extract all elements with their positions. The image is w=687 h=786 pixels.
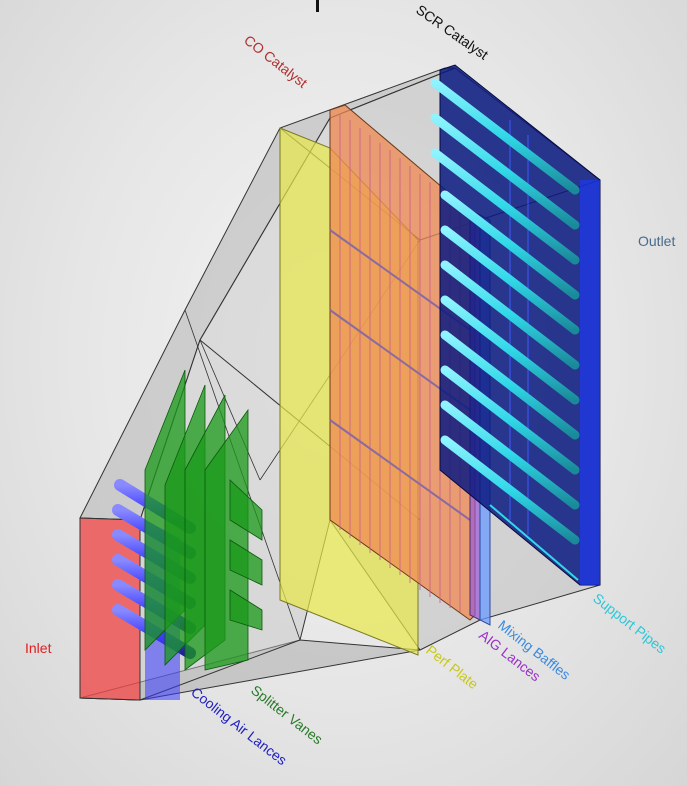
label-support-pipes: Support Pipes <box>590 590 669 657</box>
label-outlet: Outlet <box>638 233 675 249</box>
label-scr-catalyst: SCR Catalyst <box>413 1 491 62</box>
top-cropped-glyph <box>316 0 319 12</box>
support-pipes <box>430 78 580 581</box>
label-perf-plate: Perf Plate <box>423 642 481 693</box>
splitter-vanes <box>144 369 263 671</box>
label-co-catalyst: CO Catalyst <box>241 32 310 91</box>
label-inlet: Inlet <box>25 640 52 656</box>
